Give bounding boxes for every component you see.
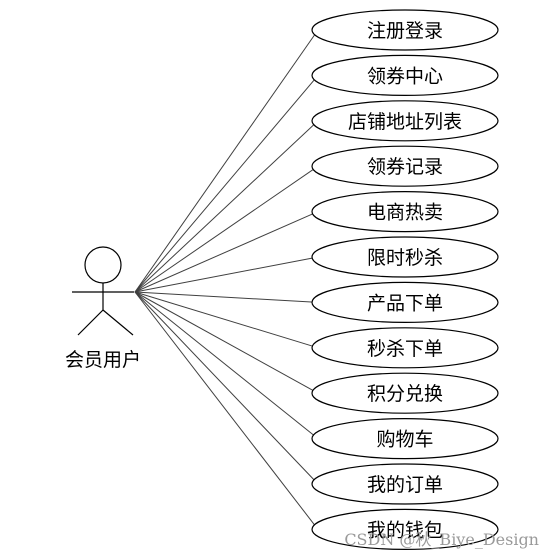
use-case: 领券中心 xyxy=(311,54,499,97)
use-case: 领券记录 xyxy=(311,145,499,187)
association-line xyxy=(134,291,319,349)
watermark: CSDN @秋_Biye_Design xyxy=(344,530,539,549)
use-case-ellipse xyxy=(311,281,499,323)
use-case-label: 我的订单 xyxy=(367,474,443,496)
association-line xyxy=(134,256,319,293)
use-case-ellipse xyxy=(311,372,499,414)
use-case-label: 领券中心 xyxy=(367,65,443,87)
use-case-label: 注册登录 xyxy=(367,20,443,42)
actor-left-leg xyxy=(77,309,104,336)
use-case: 购物车 xyxy=(311,418,499,460)
use-case-ellipse xyxy=(311,54,499,97)
association-line xyxy=(134,120,319,293)
use-case-ellipse xyxy=(311,508,499,551)
use-case: 秒杀下单 xyxy=(311,327,499,369)
association-line xyxy=(134,291,319,485)
association-line xyxy=(134,291,319,394)
use-case-label: 购物车 xyxy=(376,429,433,451)
use-case-ellipse xyxy=(311,418,499,460)
actor-label: 会员用户 xyxy=(65,349,141,371)
use-case-label: 积分兑换 xyxy=(367,383,443,405)
use-case-ellipse xyxy=(311,100,499,142)
use-case-label: 领券记录 xyxy=(367,156,443,178)
actor-right-leg xyxy=(102,309,134,336)
use-case-ellipse xyxy=(311,327,499,369)
actor-head xyxy=(84,246,122,284)
use-cases: 注册登录领券中心店铺地址列表领券记录电商热卖限时秒杀产品下单秒杀下单积分兑换购物… xyxy=(311,9,499,551)
association-line xyxy=(134,75,319,293)
use-case-label: 我的钱包 xyxy=(367,519,443,541)
use-case-ellipse xyxy=(311,9,499,51)
use-case-label: 限时秒杀 xyxy=(367,247,443,269)
association-line xyxy=(134,291,319,530)
association-line xyxy=(134,29,319,293)
use-case: 限时秒杀 xyxy=(311,236,499,278)
use-case-ellipse xyxy=(311,463,499,505)
association-line xyxy=(134,291,319,439)
association-line xyxy=(134,211,319,293)
use-case-ellipse xyxy=(311,236,499,278)
use-case-label: 电商热卖 xyxy=(367,202,443,224)
use-case: 产品下单 xyxy=(311,281,499,323)
association-line xyxy=(134,165,319,293)
use-case: 积分兑换 xyxy=(311,372,499,414)
use-case: 店铺地址列表 xyxy=(311,100,499,142)
actor: 会员用户 xyxy=(65,246,141,371)
use-case: 电商热卖 xyxy=(311,191,499,233)
use-case: 我的钱包 xyxy=(311,508,499,551)
use-case-label: 店铺地址列表 xyxy=(348,111,462,133)
use-case-label: 产品下单 xyxy=(367,292,443,314)
use-case-label: 秒杀下单 xyxy=(367,338,443,360)
use-case-ellipse xyxy=(311,145,499,187)
use-case: 我的订单 xyxy=(311,463,499,505)
association-line xyxy=(134,291,319,303)
association-lines xyxy=(134,29,319,530)
use-case: 注册登录 xyxy=(311,9,499,51)
use-case-ellipse xyxy=(311,191,499,233)
